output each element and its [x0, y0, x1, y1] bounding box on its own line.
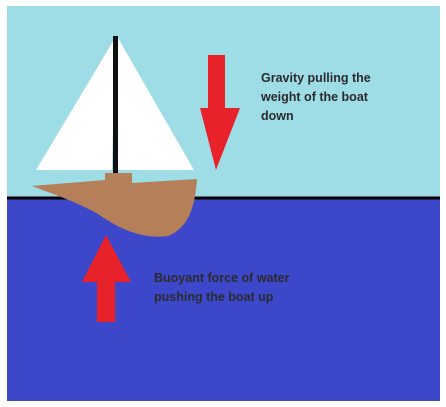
- buoyant-label-line: pushing the boat up: [154, 290, 274, 304]
- gravity-arrow: [200, 55, 240, 170]
- gravity-label: Gravity pulling the weight of the boat d…: [261, 69, 371, 126]
- gravity-label-line: down: [261, 109, 294, 123]
- buoyant-force-arrow: [82, 235, 131, 322]
- mast: [113, 36, 118, 176]
- right-sail: [118, 38, 194, 170]
- buoyant-label: Buoyant force of water pushing the boat …: [154, 269, 289, 307]
- boat-hull: [32, 173, 197, 237]
- water: [7, 198, 440, 401]
- left-sail: [36, 38, 115, 170]
- gravity-label-line: weight of the boat: [261, 90, 368, 104]
- gravity-label-line: Gravity pulling the: [261, 71, 371, 85]
- buoyant-label-line: Buoyant force of water: [154, 271, 290, 285]
